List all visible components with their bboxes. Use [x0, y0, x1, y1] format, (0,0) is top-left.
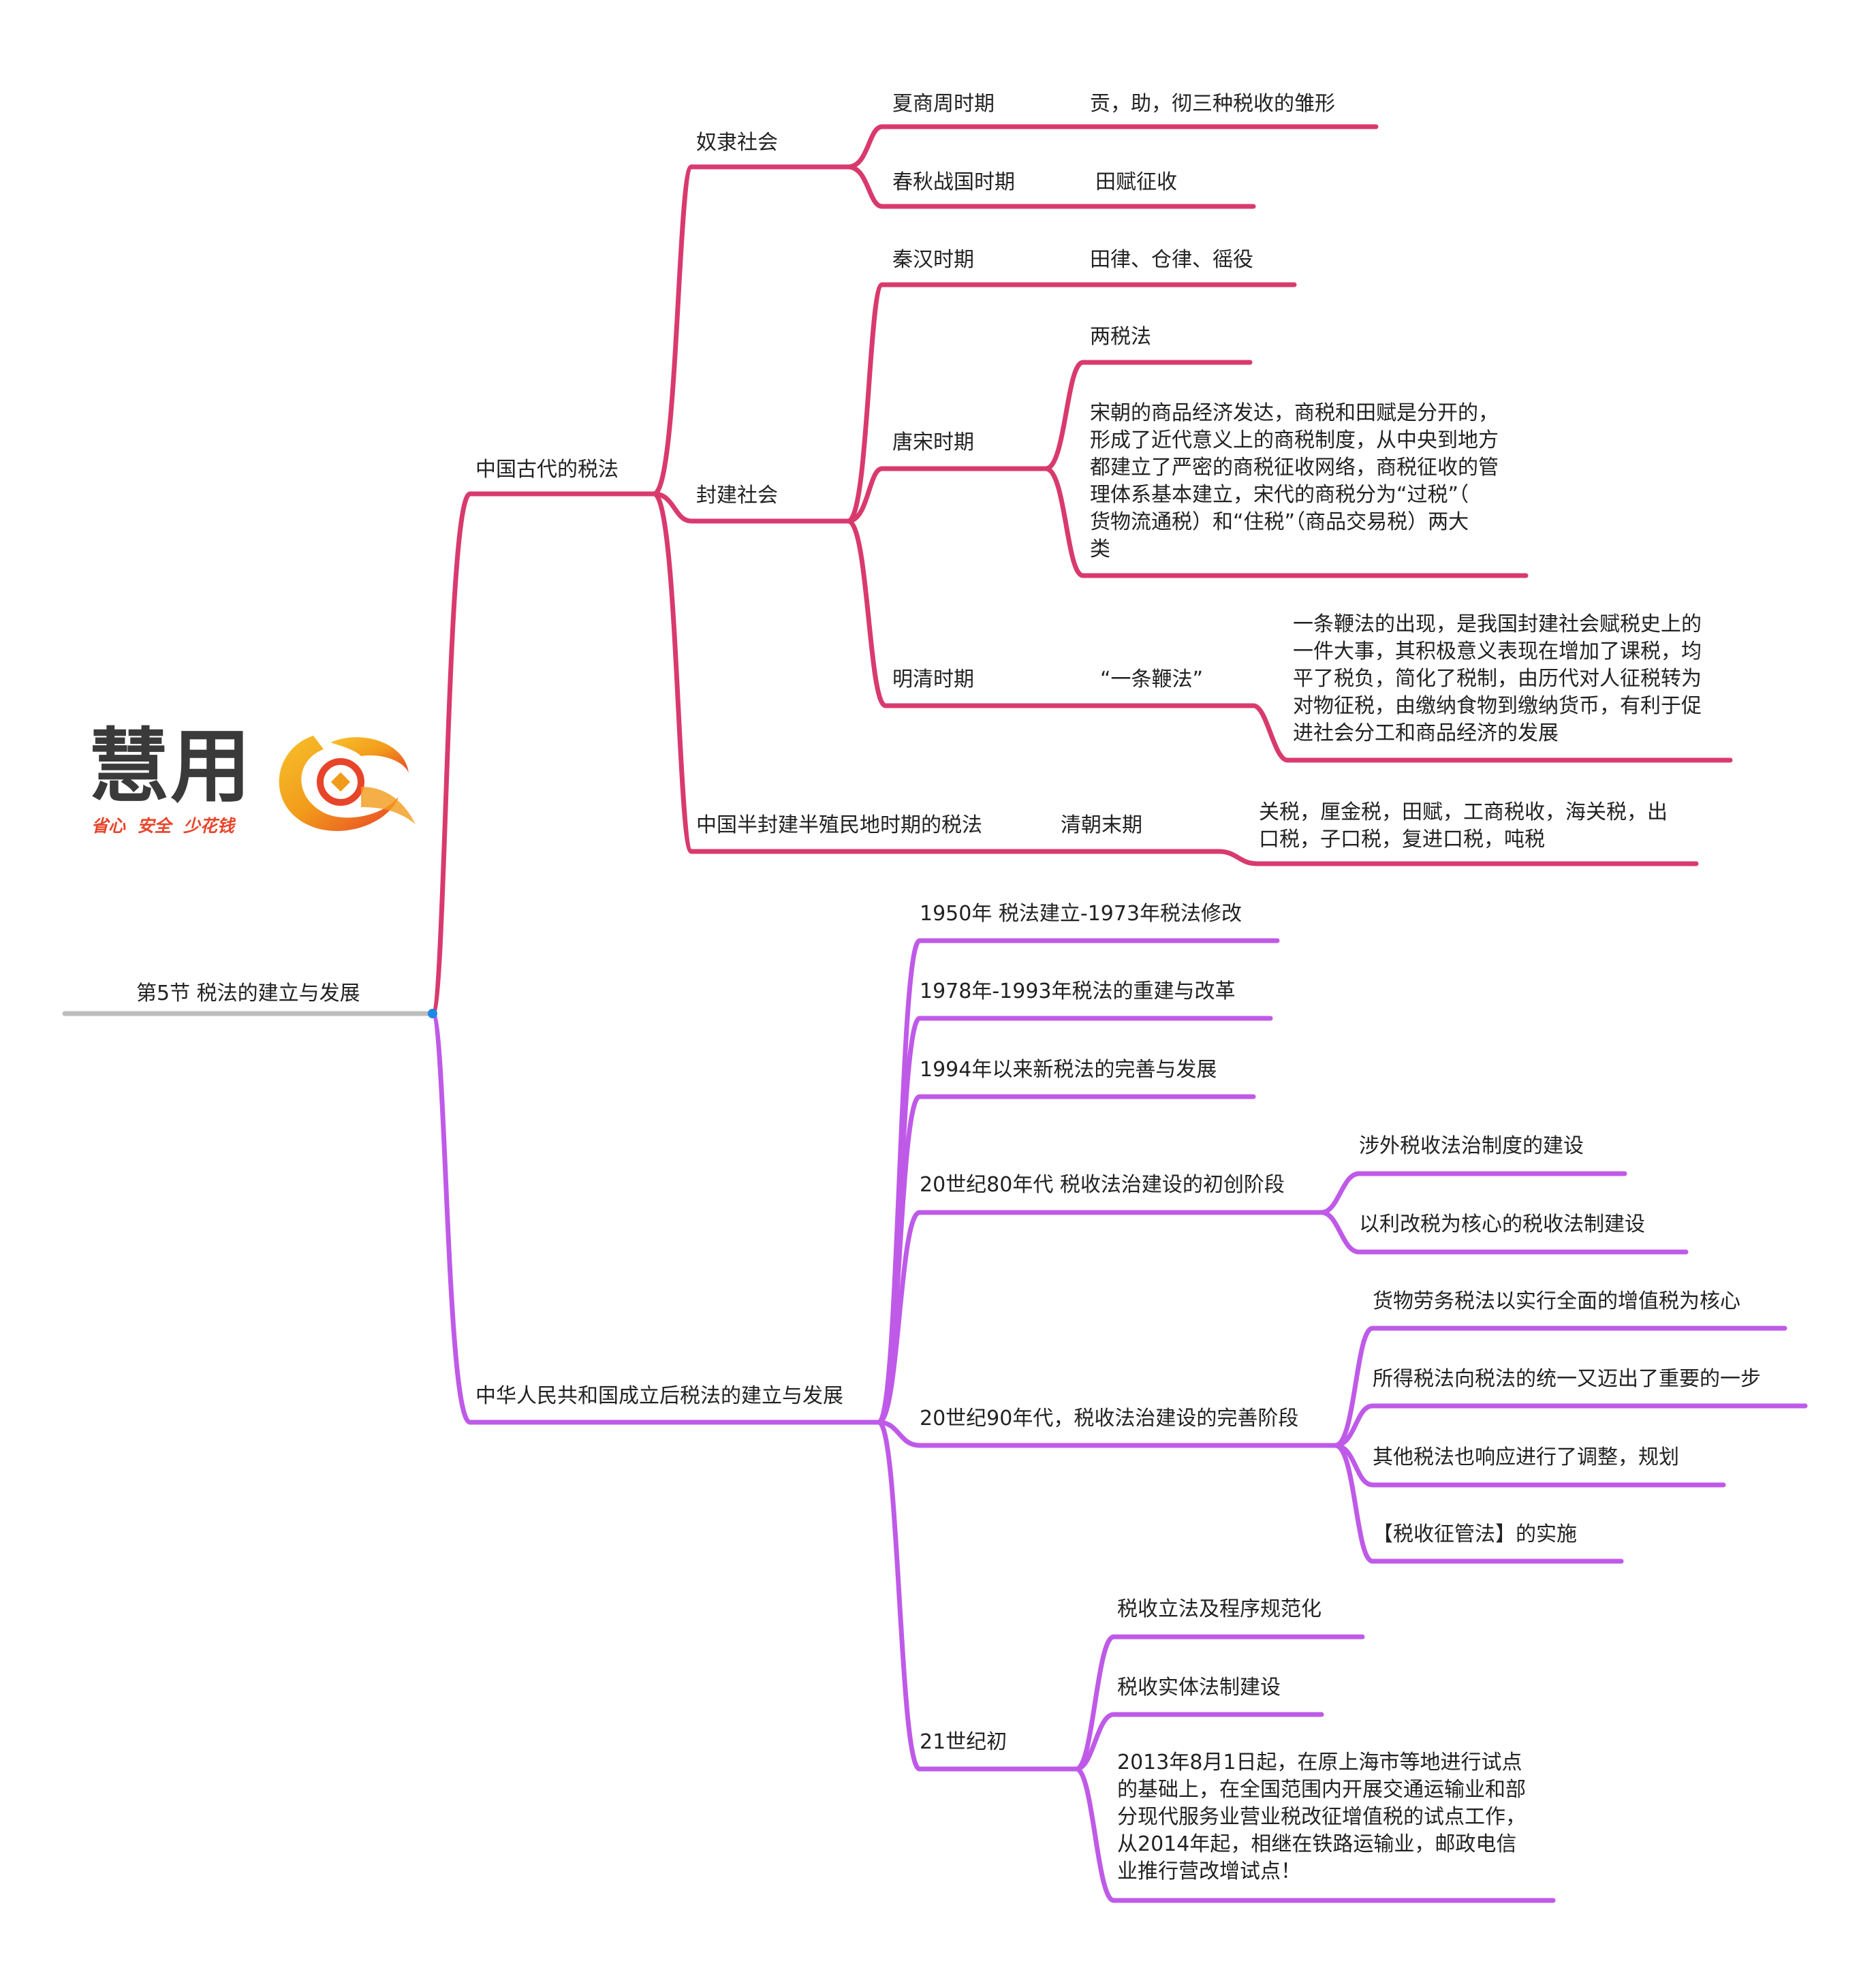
stage-1950-node[interactable]: 1950年 税法建立-1973年税法修改 [920, 902, 1242, 926]
logo: 慧用 省心 安全 少花钱 [89, 722, 416, 851]
qin-han-node[interactable]: 秦汉时期 [892, 248, 974, 272]
stage-21c-item-2[interactable]: 税收实体法制建设 [1117, 1676, 1281, 1699]
semi-colonial-node[interactable]: 中国半封建半殖民地时期的税法 [696, 813, 982, 837]
feudal-society-node[interactable]: 封建社会 [696, 484, 778, 507]
stage-1994-node[interactable]: 1994年以来新税法的完善与发展 [920, 1058, 1217, 1082]
late-qing-node[interactable]: 清朝末期 [1061, 813, 1142, 837]
tang-song-detail-2[interactable]: 宋朝的商品经济发达，商税和田赋是分开的， 形成了近代意义上的商税制度，从中央到地… [1090, 401, 1499, 561]
logo-swirl-icon [279, 736, 416, 832]
stage-21c-item-1[interactable]: 税收立法及程序规范化 [1117, 1597, 1322, 1621]
stage-80s-item-1[interactable]: 涉外税收法治制度的建设 [1359, 1134, 1584, 1158]
logo-slogan: 省心 安全 少花钱 [91, 816, 234, 836]
logo-title: 慧用 [89, 719, 253, 813]
stage-90s-item-4[interactable]: 【税收征管法】的实施 [1373, 1522, 1577, 1546]
stage-21c-node[interactable]: 21世纪初 [920, 1730, 1007, 1754]
ancient-tax-law-node[interactable]: 中国古代的税法 [475, 458, 619, 482]
ming-qing-node[interactable]: 明清时期 [892, 668, 974, 691]
xia-shang-zhou-detail[interactable]: 贡，助，彻三种税收的雏形 [1090, 92, 1335, 116]
tang-song-node[interactable]: 唐宋时期 [892, 430, 974, 454]
stage-80s-item-2[interactable]: 以利改税为核心的税收法制建设 [1359, 1212, 1645, 1236]
stage-1978-node[interactable]: 1978年-1993年税法的重建与改革 [920, 980, 1236, 1003]
root-topic[interactable]: 第5节 税法的建立与发展 [136, 982, 360, 1005]
ming-qing-detail[interactable]: 一条鞭法的出现，是我国封建社会赋税史上的 一件大事，其积极意义表现在增加了课税，… [1293, 612, 1702, 745]
tang-song-detail-1[interactable]: 两税法 [1090, 325, 1151, 349]
root-node-dot [428, 1009, 437, 1018]
ming-qing-method[interactable]: “一条鞭法” [1100, 668, 1204, 691]
stage-21c-item-3[interactable]: 2013年8月1日起，在原上海市等地进行试点 的基础上，在全国范围内开展交通运输… [1117, 1751, 1526, 1883]
prc-branch-lines [430, 938, 1808, 1903]
late-qing-detail[interactable]: 关税，厘金税，田赋，工商税收，海关税，出 口税，子口税，复进口税，吨税 [1259, 800, 1668, 851]
prc-tax-law-node[interactable]: 中华人民共和国成立后税法的建立与发展 [475, 1384, 843, 1408]
chunqiu-zhanguo-node[interactable]: 春秋战国时期 [892, 170, 1015, 194]
slavery-society-node[interactable]: 奴隶社会 [696, 131, 778, 155]
ancient-branch-lines [430, 124, 1733, 1016]
stage-80s-node[interactable]: 20世纪80年代 税收法治建设的初创阶段 [920, 1173, 1285, 1197]
xia-shang-zhou-node[interactable]: 夏商周时期 [892, 92, 995, 116]
stage-90s-item-2[interactable]: 所得税法向税法的统一又迈出了重要的一步 [1373, 1367, 1761, 1391]
stage-90s-item-3[interactable]: 其他税法也响应进行了调整，规划 [1373, 1445, 1679, 1469]
chunqiu-zhanguo-detail[interactable]: 田赋征收 [1095, 170, 1177, 194]
stage-90s-item-1[interactable]: 货物劳务税法以实行全面的增值税为核心 [1373, 1289, 1740, 1313]
qin-han-detail[interactable]: 田律、仓律、徭役 [1090, 248, 1253, 272]
stage-90s-node[interactable]: 20世纪90年代，税收法治建设的完善阶段 [920, 1407, 1299, 1430]
